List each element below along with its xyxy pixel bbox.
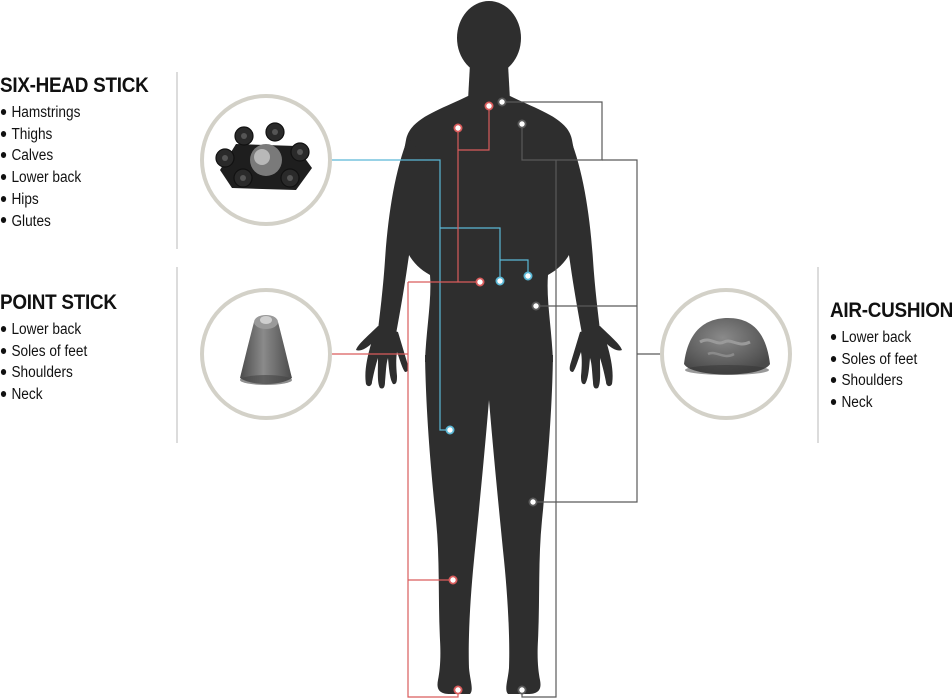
list-item: Hips [0, 189, 145, 211]
marker-sole-point [453, 685, 463, 695]
marker-lower-back-six [495, 276, 505, 286]
marker-neck-point [484, 101, 494, 111]
list-item: Glutes [0, 211, 145, 233]
six-head-stick-list: Hamstrings Thighs Calves Lower back Hips… [0, 102, 165, 232]
point-stick-image [200, 288, 332, 420]
six-head-stick-title: SIX-HEAD STICK [0, 74, 149, 97]
marker-hips-six [523, 271, 533, 281]
air-cushion-list: Lower back Soles of feet Shoulders Neck [830, 327, 952, 414]
six-head-connector-lines [332, 159, 529, 431]
air-cushion-title: AIR-CUSHION [830, 299, 952, 322]
point-stick-divider [176, 267, 178, 443]
marker-shoulder-air [517, 119, 527, 129]
list-item: Shoulders [830, 370, 950, 392]
list-item: Hamstrings [0, 102, 145, 124]
list-item: Soles of feet [0, 341, 114, 363]
marker-sole-air [517, 685, 527, 695]
list-item: Lower back [0, 319, 114, 341]
list-item: Neck [830, 392, 950, 414]
air-cushion-image [660, 288, 792, 420]
marker-thigh-six [445, 425, 455, 435]
air-cushion-divider [817, 267, 819, 443]
six-head-stick-panel: SIX-HEAD STICK Hamstrings Thighs Calves … [0, 74, 165, 232]
body-point-markers [445, 97, 541, 695]
point-massager-icon [240, 315, 292, 385]
list-item: Lower back [0, 167, 145, 189]
list-item: Shoulders [0, 362, 114, 384]
marker-calf-point [448, 575, 458, 585]
list-item: Thighs [0, 124, 145, 146]
list-item: Soles of feet [830, 349, 950, 371]
marker-knee-air [528, 497, 538, 507]
air-cushion-panel: AIR-CUSHION Lower back Soles of feet Sho… [830, 299, 952, 414]
marker-shoulder-point [453, 123, 463, 133]
list-item: Lower back [830, 327, 950, 349]
point-stick-title: POINT STICK [0, 291, 117, 314]
point-stick-list: Lower back Soles of feet Shoulders Neck [0, 319, 130, 406]
list-item: Neck [0, 384, 114, 406]
marker-lower-back-point [475, 277, 485, 287]
human-silhouette [356, 1, 622, 694]
point-stick-panel: POINT STICK Lower back Soles of feet Sho… [0, 291, 130, 406]
six-head-massager-icon [215, 122, 312, 190]
list-item: Calves [0, 145, 145, 167]
marker-neck-air [497, 97, 507, 107]
six-head-divider [176, 72, 178, 249]
air-cushion-massager-icon [684, 318, 770, 375]
six-head-stick-image [200, 94, 332, 226]
marker-lower-back-air [531, 301, 541, 311]
